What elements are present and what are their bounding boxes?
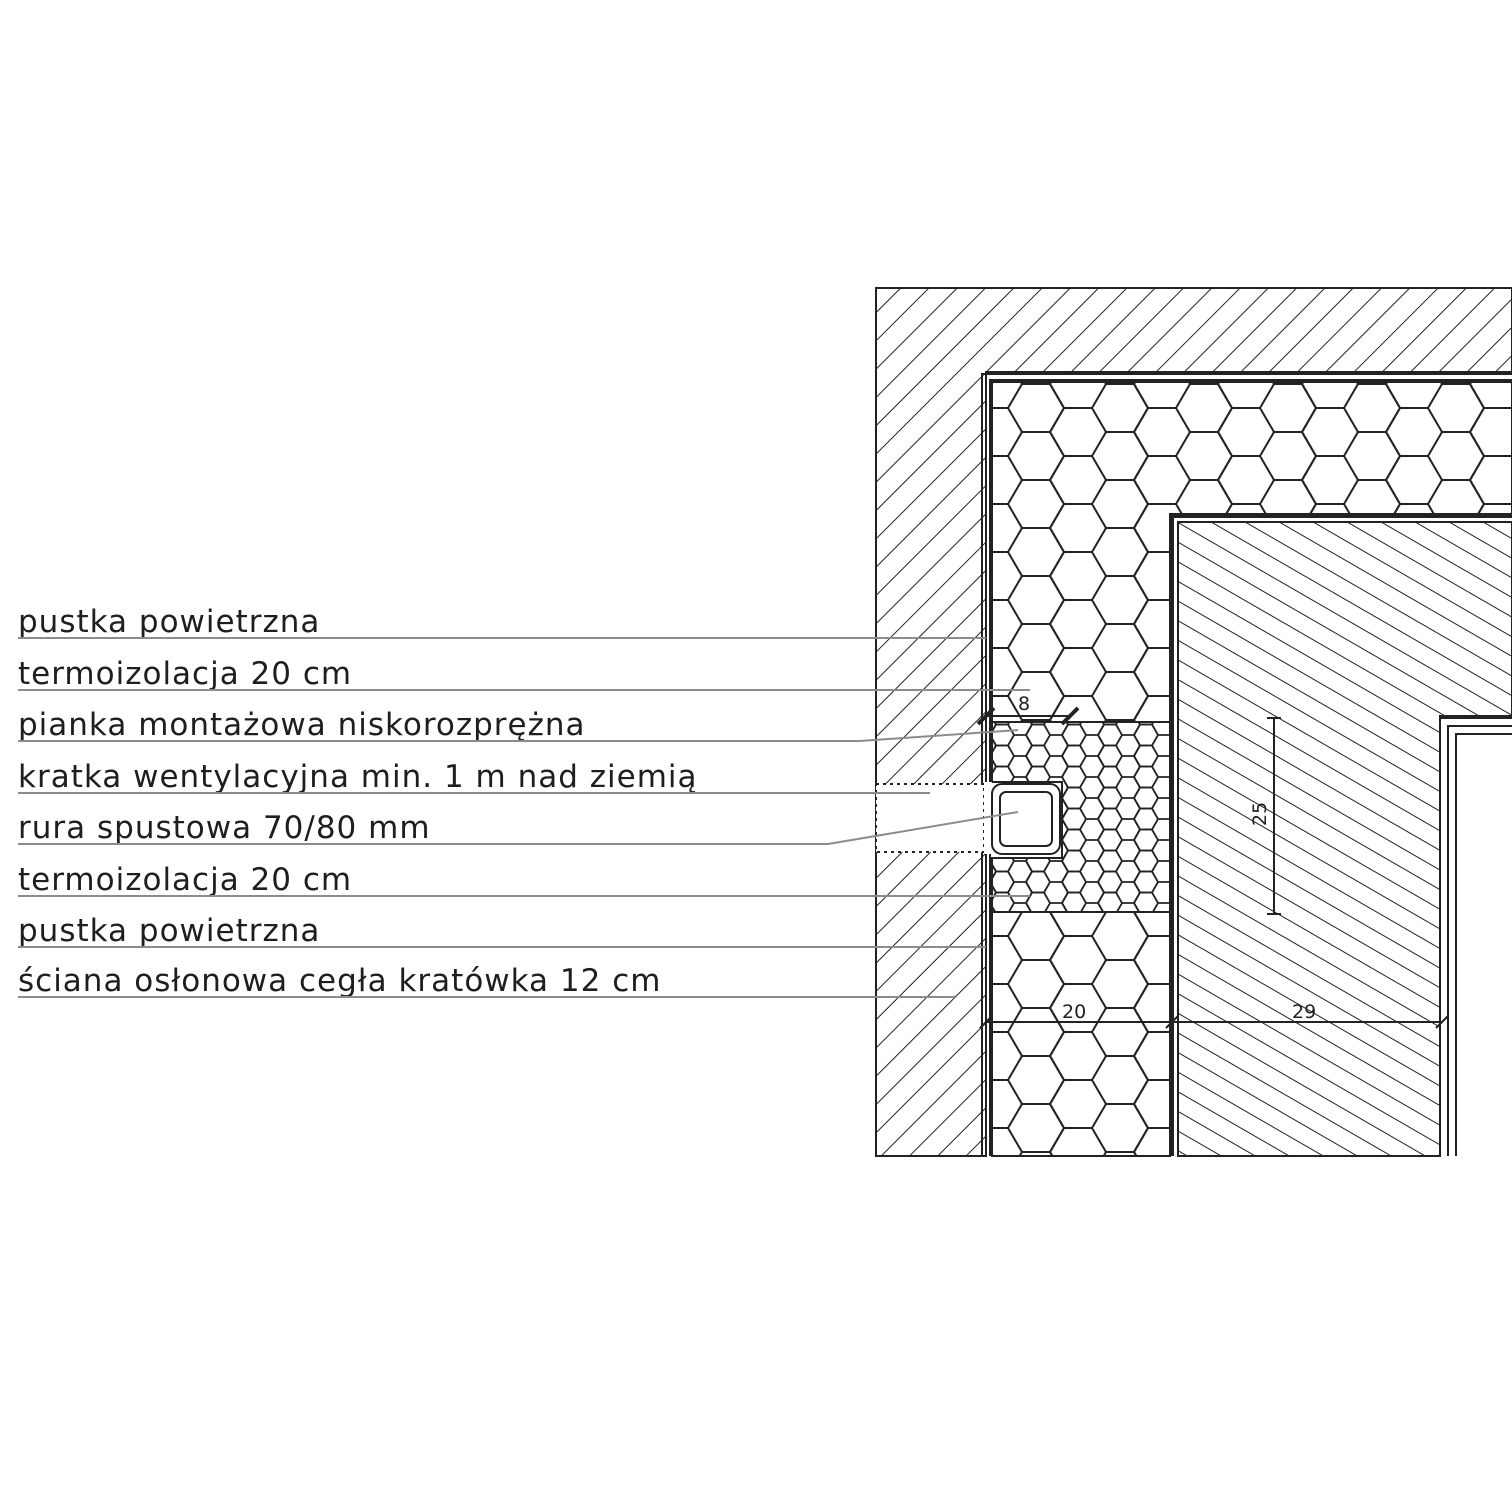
label-air-gap-1: pustka powietrzna [18, 604, 320, 640]
dim-insulation-width-label: 20 [1062, 1001, 1086, 1023]
dim-bottom: 20 29 [979, 1001, 1449, 1029]
label-downpipe: rura spustowa 70/80 mm [18, 810, 431, 846]
dim-foam-width: 8 [976, 693, 1080, 726]
downpipe [991, 783, 1061, 855]
dim-opening-height: 25 [1249, 717, 1281, 915]
outer-cladding-wall [875, 287, 1512, 1157]
label-foam: pianka montażowa niskorozprężna [18, 707, 586, 743]
ventilation-grille [875, 783, 985, 853]
label-insulation-2: termoizolacja 20 cm [18, 862, 352, 898]
label-air-gap-2: pustka powietrzna [18, 913, 320, 949]
label-insulation-1: termoizolacja 20 cm [18, 656, 352, 692]
label-cladding-wall: ściana osłonowa cegła kratówka 12 cm [18, 963, 661, 999]
leader-downpipe [18, 811, 1019, 845]
dim-opening-height-label: 25 [1249, 802, 1271, 826]
dim-foam-width-label: 8 [1018, 693, 1030, 715]
legend-labels: pustka powietrzna termoizolacja 20 cm pi… [18, 604, 1030, 999]
dim-wall-width-label: 29 [1292, 1001, 1316, 1023]
leader-foam [18, 729, 1019, 742]
inner-structural-wall [1177, 521, 1512, 1157]
label-ventilation-grille: kratka wentylacyjna min. 1 m nad ziemią [18, 759, 698, 795]
insulation-lower [991, 911, 1171, 1157]
opening-frame [1439, 717, 1512, 1156]
